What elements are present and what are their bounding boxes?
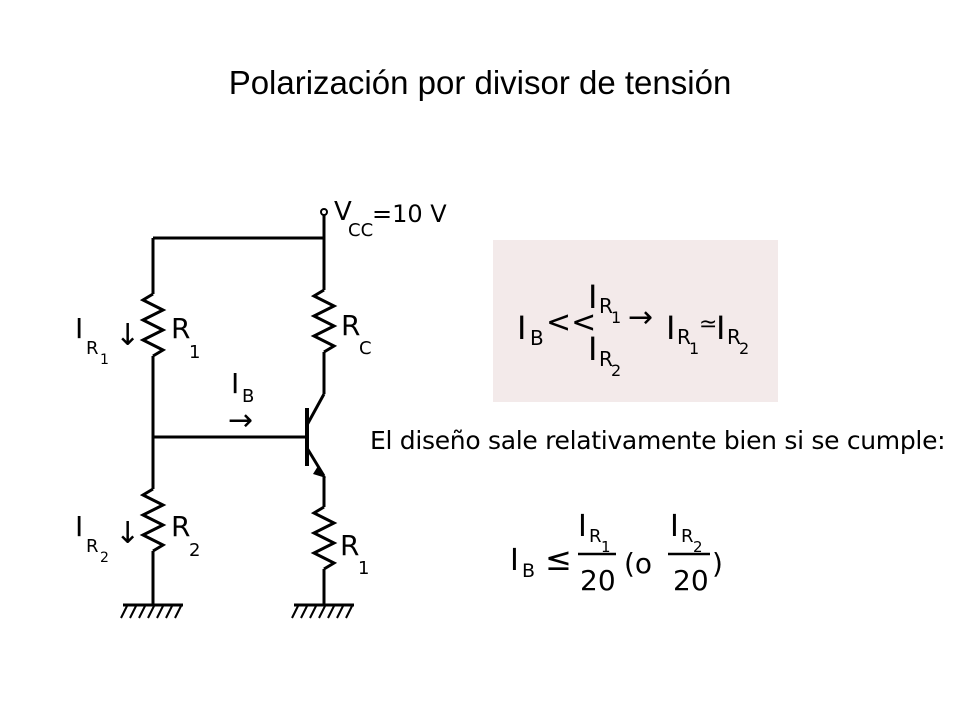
cond-num1: I [578, 509, 587, 544]
r1-subscript: 1 [189, 342, 200, 363]
vcc-terminal-icon [320, 208, 328, 216]
box-ir1-subsubscript: 1 [611, 308, 621, 327]
ir1-subsubscript: 1 [100, 352, 109, 368]
slide-title: Polarización por divisor de tensión [228, 64, 732, 101]
box-ir1-right-subscript: R [677, 325, 691, 349]
box-ir2-right-subsubscript: 2 [739, 339, 749, 358]
ib-subscript: B [242, 386, 254, 407]
rc-label: R [341, 309, 360, 342]
right-ground-icon [291, 605, 353, 619]
ir2-subscript: R [86, 536, 99, 557]
box-ir1-right-subsubscript: 1 [689, 339, 699, 358]
box-ir2-right: I [716, 309, 725, 347]
cond-ib-subscript: B [522, 560, 535, 582]
box-ir2-subscript: R [599, 347, 613, 371]
re-label: R [340, 529, 359, 562]
rc-subscript: C [359, 338, 372, 359]
box-much-less: << [546, 305, 596, 340]
box-ir1-right: I [666, 309, 675, 347]
ir1-subscript: R [86, 338, 99, 359]
vcc-subscript: CC [348, 220, 373, 241]
cond-num2: I [670, 509, 679, 544]
ir2-arrow-icon: ↓ [115, 516, 140, 551]
cond-open-paren: (o [624, 547, 652, 580]
box-ir2-subsubscript: 2 [611, 361, 621, 380]
r2-resistor [139, 487, 167, 553]
box-ib: I [517, 309, 526, 347]
r2-label: R [171, 510, 190, 543]
cond-num1-subsubscript: 1 [601, 538, 611, 556]
re-subscript: 1 [358, 558, 369, 579]
ib-label: I [231, 367, 239, 400]
emitter-arrow-icon [313, 466, 326, 478]
transistor-collector [305, 393, 326, 426]
cond-num2-subscript: R [681, 526, 694, 547]
box-ir1-subscript: R [599, 294, 613, 318]
cond-num2-subsubscript: 2 [693, 538, 703, 556]
condition-statement: El diseño sale relativamente bien si se … [370, 426, 946, 455]
ir1-label: I [75, 312, 83, 345]
re-resistor [310, 505, 338, 571]
cond-close-paren: ) [712, 547, 723, 580]
left-ground-icon [120, 605, 182, 619]
cond-den2: 20 [673, 564, 709, 597]
ib-arrow-icon: → [228, 403, 253, 438]
formula-box-background [493, 240, 778, 402]
cond-leq: ≤ [545, 540, 572, 578]
cond-den1: 20 [580, 564, 616, 597]
r2-subscript: 2 [189, 540, 200, 561]
box-ir2-right-subscript: R [727, 325, 741, 349]
cond-ib: I [510, 543, 519, 578]
box-ir2: I [588, 330, 597, 368]
box-ib-subscript: B [530, 326, 544, 350]
box-ir1: I [588, 278, 597, 316]
cond-num1-subscript: R [589, 526, 602, 547]
r1-label: R [171, 312, 190, 345]
vcc-label: V [334, 197, 352, 227]
box-arrow-icon: → [628, 300, 653, 335]
vcc-value: =10 V [372, 200, 447, 228]
r1-resistor [139, 292, 167, 358]
ir1-arrow-icon: ↓ [115, 318, 140, 353]
ir2-label: I [75, 510, 83, 543]
ir2-subsubscript: 2 [100, 550, 109, 566]
box-approx: ≃ [699, 312, 717, 337]
rc-resistor [310, 288, 338, 354]
